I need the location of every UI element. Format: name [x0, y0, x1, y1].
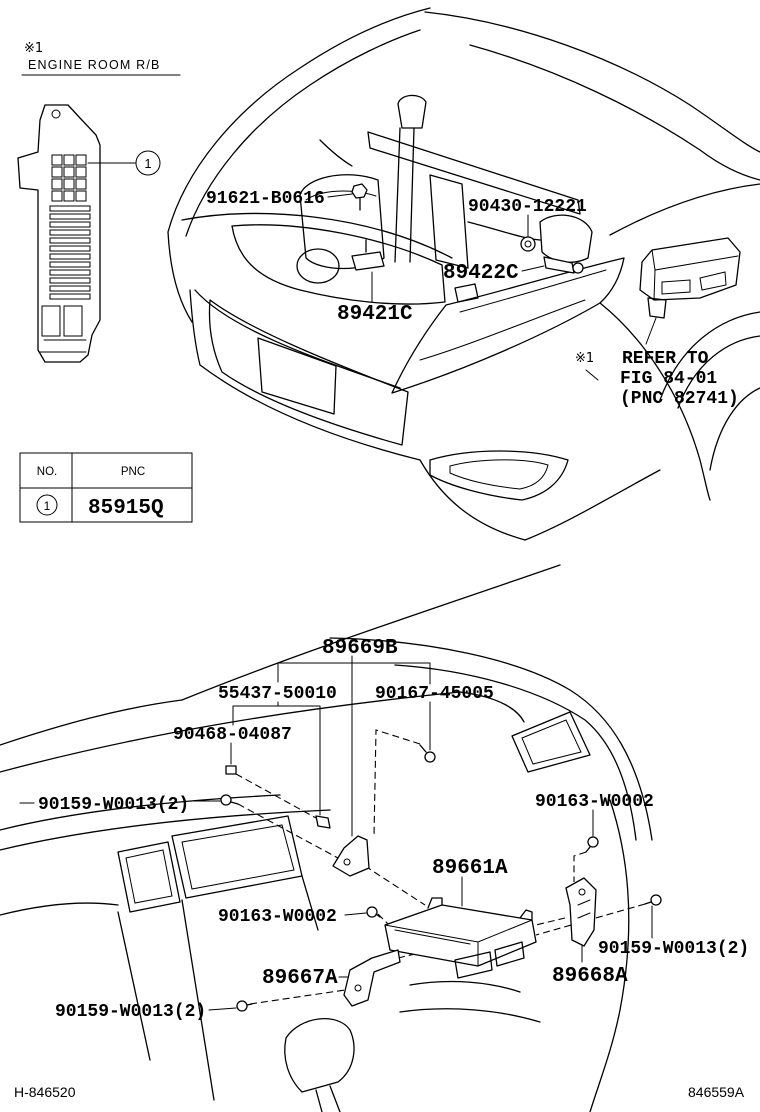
part-label-90468-04087[interactable]: 90468-04087 — [173, 725, 292, 745]
bolt-90163-mid-icon — [366, 906, 381, 918]
ecu-module-top — [639, 237, 741, 319]
clip-90468-icon — [225, 765, 237, 775]
bolt-90159-left-icon — [220, 794, 239, 806]
refer-note-line2[interactable]: FIG 84-01 — [620, 369, 717, 389]
leader-lines-89669b — [277, 655, 431, 837]
bolt-91621-icon — [351, 183, 368, 211]
bracket-89421c-icon — [351, 239, 385, 271]
bolt-90163-right-icon — [585, 836, 599, 853]
part-label-91621-b0616[interactable]: 91621-B0616 — [206, 189, 325, 209]
part-label-90163-w0002-mid[interactable]: 90163-W0002 — [218, 907, 337, 927]
table-header-pnc: PNC — [121, 466, 145, 478]
table-row-pnc[interactable]: 85915Q — [88, 497, 164, 520]
part-label-89669b[interactable]: 89669B — [322, 637, 398, 660]
bolt-90159-right-icon — [644, 894, 662, 906]
clip-90430-icon — [520, 236, 536, 252]
part-label-89668a[interactable]: 89668A — [552, 965, 628, 988]
table-row-callout — [36, 494, 58, 516]
relay-box-title: ENGINE ROOM R/B — [28, 58, 161, 72]
refer-note-line3: (PNC 82741) — [620, 389, 739, 409]
part-label-90159-w0013-right[interactable]: 90159-W0013(2) — [598, 939, 749, 959]
fog-lamp — [429, 450, 569, 501]
ecu-89661a — [384, 897, 537, 979]
license-plate-area — [257, 337, 337, 415]
part-label-55437-50010[interactable]: 55437-50010 — [218, 684, 337, 704]
air-vent-left — [117, 841, 181, 913]
headlight — [391, 257, 625, 394]
dashboard-illustration — [0, 564, 653, 1112]
refer-note-line1: REFER TO — [622, 349, 709, 369]
refer-note-mark: ※1 — [575, 351, 594, 366]
clip-55437-icon — [315, 815, 331, 829]
leader-line — [344, 912, 367, 916]
table-row-no: 1 — [44, 499, 51, 513]
leader-line — [645, 317, 657, 345]
callout-1: 1 — [135, 150, 161, 176]
figure-code-right: 846559A — [688, 1084, 745, 1100]
leader-lines-55437 — [232, 701, 321, 816]
part-label-89667a[interactable]: 89667A — [262, 967, 338, 990]
refer-arrow — [585, 369, 599, 381]
part-label-89421c[interactable]: 89421C — [337, 303, 413, 326]
part-label-89661a[interactable]: 89661A — [432, 857, 508, 880]
air-vent-right — [511, 711, 591, 773]
part-label-90163-w0002-right[interactable]: 90163-W0002 — [535, 792, 654, 812]
engine-compartment — [299, 94, 593, 303]
part-label-90159-w0013-left[interactable]: 90159-W0013(2) — [38, 795, 189, 815]
bolt-90159-bottom-icon — [236, 1000, 253, 1012]
engine-room-relay-block — [17, 104, 101, 363]
table-header-no: NO. — [37, 466, 57, 478]
emblem-icon — [296, 248, 340, 284]
note-mark: ※1 — [24, 41, 43, 56]
car-front-illustration — [167, 7, 760, 541]
steering-column — [284, 1018, 355, 1093]
figure-code-left: H-846520 — [14, 1084, 76, 1100]
part-label-90430-12221[interactable]: 90430-12221 — [468, 197, 587, 217]
leader-line — [327, 193, 353, 198]
part-label-90167-45005[interactable]: 90167-45005 — [375, 684, 494, 704]
leader-line — [521, 265, 545, 272]
pnc-table: NO. PNC 1 85915Q — [19, 452, 193, 523]
sensor-89422c-icon — [543, 256, 584, 274]
callout-number: 1 — [144, 156, 151, 171]
bracket-89668a — [565, 877, 597, 947]
part-label-90159-w0013-bottom[interactable]: 90159-W0013(2) — [55, 1002, 206, 1022]
bracket-89667a — [343, 949, 401, 1007]
bracket-89669b — [332, 835, 370, 877]
part-label-89422c[interactable]: 89422C — [443, 262, 519, 285]
bolt-90167-icon — [419, 744, 436, 763]
leader-line — [208, 1007, 237, 1011]
